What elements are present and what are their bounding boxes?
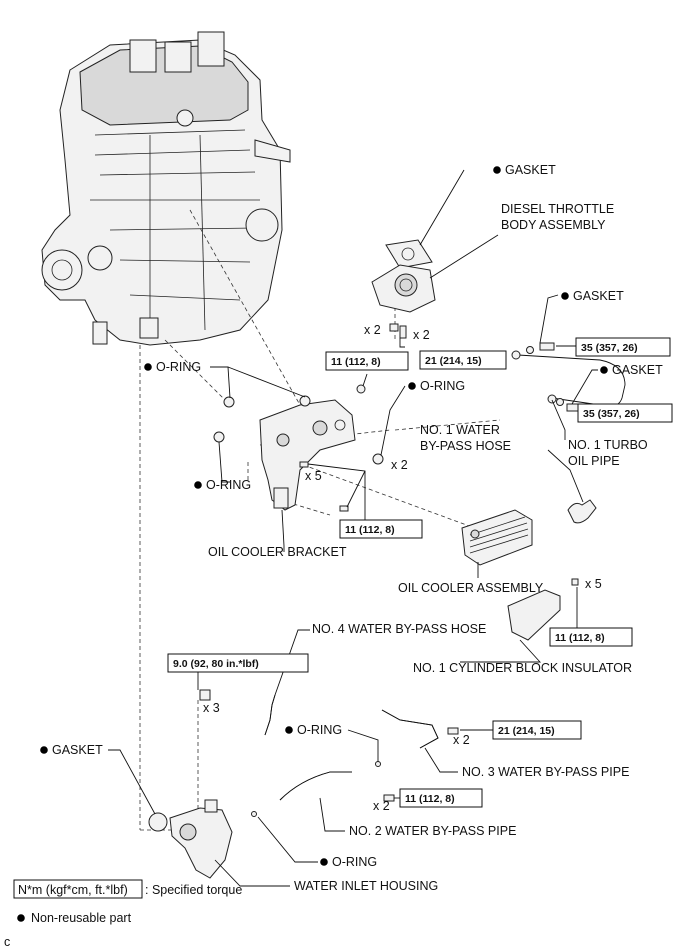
oil-cooler-assembly-illustration (461, 509, 579, 586)
label-gasket-top: GASKET (505, 163, 556, 177)
label-throttle-line2: BODY ASSEMBLY (501, 218, 606, 232)
qty-pipe3-bolts: x 2 (453, 733, 470, 747)
label-cylinder-block-insulator: NO. 1 CYLINDER BLOCK INSULATOR (413, 661, 632, 675)
qty-pipe2-bolts: x 2 (373, 799, 390, 813)
qty-throttle-right: x 2 (413, 328, 430, 342)
label-oring-b: O-RING (420, 379, 465, 393)
part-labels: GASKET DIESEL THROTTLE BODY ASSEMBLY GAS… (52, 163, 663, 893)
qty-cooler-bolts: x 5 (585, 577, 602, 591)
legend-torque-description: : Specified torque (145, 883, 242, 897)
legend-nonreusable: Non-reusable part (31, 911, 132, 925)
label-water-bypass-hose-1-line1: NO. 1 WATER (420, 423, 500, 437)
torque-bracket-lower: 11 (112, 8) (345, 524, 395, 536)
quantity-labels: x 2 x 2 x 2 x 5 x 5 x 3 x 2 x 2 (203, 323, 602, 813)
label-turbo-line2: OIL PIPE (568, 454, 620, 468)
label-oil-cooler-bracket: OIL COOLER BRACKET (208, 545, 347, 559)
qty-throttle-left: x 2 (364, 323, 381, 337)
nonreusable-markers (17, 166, 608, 922)
label-water-bypass-pipe-2: NO. 2 WATER BY-PASS PIPE (349, 824, 516, 838)
legend: N*m (kgf*cm, ft.*lbf) : Specified torque… (4, 879, 242, 949)
throttle-body-parts (371, 239, 436, 339)
water-bypass-hose-1 (567, 499, 597, 524)
torque-water-inlet: 9.0 (92, 80 in.*lbf) (173, 658, 259, 670)
label-gasket-left: GASKET (52, 743, 103, 757)
torque-pipe-2: 11 (112, 8) (405, 793, 455, 805)
label-oring-e: O-RING (332, 855, 377, 869)
qty-bracket-bolts: x 5 (305, 469, 322, 483)
label-oring-c: O-RING (206, 478, 251, 492)
label-water-bypass-pipe-3: NO. 3 WATER BY-PASS PIPE (462, 765, 629, 779)
legend-torque-units: N*m (kgf*cm, ft.*lbf) (18, 883, 128, 897)
label-throttle-line1: DIESEL THROTTLE (501, 202, 614, 216)
qty-inlet-bolts: x 3 (203, 701, 220, 715)
cylinder-block-insulator (507, 589, 561, 641)
water-inlet-housing-illustration (148, 689, 233, 879)
water-bypass-hose-4 (264, 694, 276, 736)
corner-mark: c (4, 935, 10, 949)
label-water-inlet-housing: WATER INLET HOUSING (294, 879, 438, 893)
label-gasket-right-2: GASKET (612, 363, 663, 377)
label-oil-cooler-assembly: OIL COOLER ASSEMBLY (398, 581, 544, 595)
leader-lines (108, 169, 598, 887)
label-oring-d: O-RING (297, 723, 342, 737)
torque-specs: 11 (112, 8) 21 (214, 15) 35 (357, 26) 35… (167, 337, 673, 808)
torque-throttle: 21 (214, 15) (425, 355, 482, 367)
label-water-bypass-hose-4: NO. 4 WATER BY-PASS HOSE (312, 622, 486, 636)
label-water-bypass-hose-1-line2: BY-PASS HOSE (420, 439, 511, 453)
torque-turbo-upper: 35 (357, 26) (581, 342, 638, 354)
label-gasket-right-1: GASKET (573, 289, 624, 303)
torque-oil-cooler: 11 (112, 8) (555, 632, 605, 644)
label-turbo-line1: NO. 1 TURBO (568, 438, 648, 452)
qty-oring-b: x 2 (391, 458, 408, 472)
torque-bracket-top: 11 (112, 8) (331, 356, 381, 368)
torque-pipe-3: 21 (214, 15) (498, 725, 555, 737)
engine-block-illustration (41, 31, 291, 346)
torque-turbo-lower: 35 (357, 26) (583, 408, 640, 420)
water-bypass-pipe-3 (381, 709, 459, 749)
oil-cooler-bracket-illustration (213, 384, 384, 512)
label-oring-a: O-RING (156, 360, 201, 374)
